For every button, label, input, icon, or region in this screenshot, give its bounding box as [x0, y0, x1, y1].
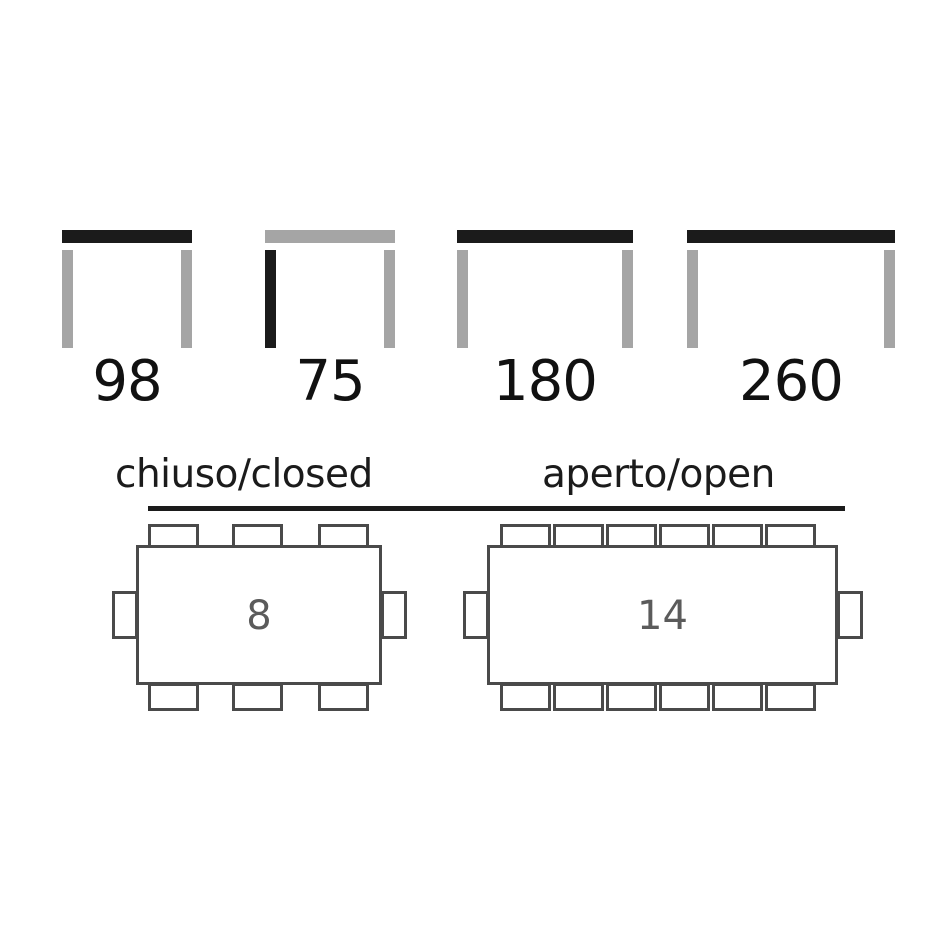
table-leg-left	[62, 250, 73, 348]
dimension-label-length-open: 260	[739, 349, 844, 414]
table-leg-left	[265, 250, 276, 348]
table-top-profile	[265, 230, 395, 243]
dimension-label-depth: 98	[92, 349, 162, 414]
seat-bottom-3	[606, 683, 657, 711]
seat-bottom-4	[659, 683, 710, 711]
table-body-closed	[136, 545, 382, 685]
table-leg-left	[687, 250, 698, 348]
elevation-length-open: 260	[687, 230, 895, 420]
table-leg-right	[181, 250, 192, 348]
seat-bottom-2	[553, 683, 604, 711]
table-leg-left	[457, 250, 468, 348]
seat-bottom-3	[318, 683, 369, 711]
seat-bottom-6	[765, 683, 816, 711]
seat-right-1	[837, 591, 863, 639]
table-body-open	[487, 545, 838, 685]
seat-bottom-2	[232, 683, 283, 711]
table-leg-right	[884, 250, 895, 348]
dimension-label-height: 75	[295, 349, 365, 414]
elevation-depth: 98	[62, 230, 192, 420]
seat-left-1	[463, 591, 489, 639]
caption-divider-rule	[148, 506, 845, 511]
seat-bottom-1	[500, 683, 551, 711]
seat-bottom-1	[148, 683, 199, 711]
seat-count-closed: 8	[246, 593, 272, 639]
seat-count-open: 14	[637, 593, 688, 639]
table-top-profile	[687, 230, 895, 243]
caption-closed: chiuso/closed	[115, 452, 373, 497]
elevation-length-closed: 180	[457, 230, 633, 420]
seat-left-1	[112, 591, 138, 639]
table-top-profile	[62, 230, 192, 243]
dimension-label-length-closed: 180	[493, 349, 598, 414]
caption-open: aperto/open	[542, 452, 775, 497]
table-leg-right	[384, 250, 395, 348]
elevation-height: 75	[265, 230, 395, 420]
table-leg-right	[622, 250, 633, 348]
table-top-profile	[457, 230, 633, 243]
seat-right-1	[381, 591, 407, 639]
seat-bottom-5	[712, 683, 763, 711]
